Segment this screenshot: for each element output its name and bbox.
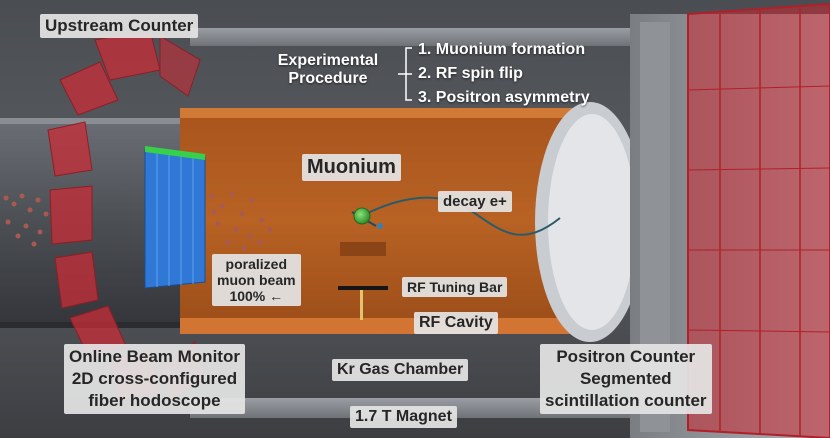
procedure-title-line2: Procedure <box>288 70 368 88</box>
procedure-title-line1: Experimental <box>277 52 379 69</box>
tuning-bar-label: RF Tuning Bar <box>402 277 508 298</box>
positron-counter-line2: Segmented <box>579 369 672 388</box>
electron <box>377 223 383 229</box>
step-3: 3. Positron asymmetry <box>418 89 590 106</box>
beam-label-line3: 100% ← <box>229 288 284 304</box>
step-1: 1. Muonium formation <box>418 41 586 58</box>
magnet-label: 1.7 T Magnet <box>350 406 457 429</box>
decay-label: decay e+ <box>438 191 512 213</box>
procedure-title: Experimental Procedure <box>268 52 388 89</box>
beam-label: poralized muon beam 100% ← <box>212 254 301 306</box>
magnet-top-plate <box>190 28 640 46</box>
rf-cavity-label: RF Cavity <box>414 312 498 335</box>
beam-monitor-line1: Online Beam Monitor <box>69 347 240 366</box>
fiber-hodoscope <box>144 146 206 289</box>
rf-cavity-bottom-rim <box>180 318 600 334</box>
procedure-bracket <box>398 47 412 101</box>
upstream-counter-label: Upstream Counter <box>40 14 199 38</box>
rf-tuning-bar <box>338 242 388 320</box>
positron-counter-segments <box>687 2 830 438</box>
beam-label-line2: muon beam <box>217 272 296 288</box>
beam-label-line1: poralized <box>225 256 288 272</box>
muonium-atom <box>353 207 371 225</box>
positron-counter-label: Positron Counter Segmented scintillation… <box>540 344 712 414</box>
step-2: 2. RF spin flip <box>418 65 523 82</box>
muonium-label: Muonium <box>302 154 401 181</box>
kr-chamber-label: Kr Gas Chamber <box>332 359 469 382</box>
beam-monitor-line3: fiber hodoscope <box>88 391 221 410</box>
positron-counter-line3: scintillation counter <box>545 391 707 410</box>
beam-monitor-label: Online Beam Monitor 2D cross-configured … <box>64 344 245 414</box>
muon-beam-particles <box>3 191 273 251</box>
procedure-steps: 1. Muonium formation 2. RF spin flip 3. … <box>418 38 590 110</box>
positron-counter-line1: Positron Counter <box>556 347 696 366</box>
beam-monitor-line2: 2D cross-configured <box>71 369 238 388</box>
